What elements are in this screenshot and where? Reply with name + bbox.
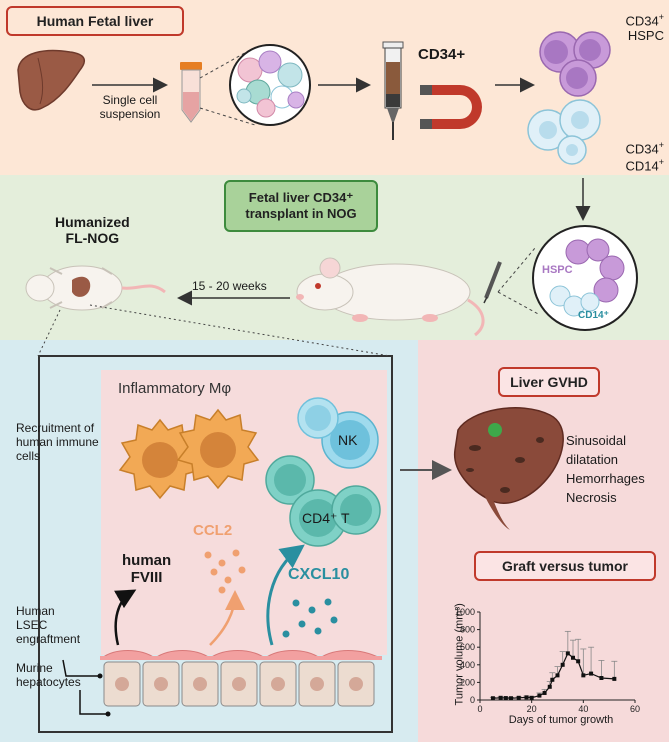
data-point	[547, 684, 552, 689]
data-point	[565, 651, 570, 656]
syringe-column-icon	[382, 41, 404, 140]
data-point	[589, 671, 594, 676]
data-point	[498, 695, 503, 700]
y-tick-label: 400	[460, 660, 475, 670]
data-point	[555, 673, 560, 678]
murine-label: Murine hepatocytes	[16, 661, 81, 689]
inflammatory-label: Inflammatory Mφ	[118, 380, 232, 397]
data-point	[542, 690, 547, 695]
human-fviii-label: human FVIII	[122, 552, 172, 587]
data-point	[524, 695, 529, 700]
cd34-cd14-sup1: +	[658, 140, 664, 150]
transplant-cells-circle	[532, 225, 638, 331]
y-tick-label: 0	[470, 695, 475, 705]
data-point	[516, 695, 521, 700]
data-point	[571, 655, 575, 660]
macrophage-right	[176, 408, 260, 490]
macrophage-left	[118, 418, 202, 500]
liver-icon	[17, 49, 86, 111]
cd34-cd14-line1: CD34	[625, 141, 659, 157]
cd34-hspc-line2: HSPC	[627, 28, 664, 44]
cxcl10-dots	[282, 598, 338, 638]
ccl2-label: CCL2	[193, 522, 233, 539]
gvhd-findings-label: Sinusoidal dilatation Hemorrhages Necros…	[566, 433, 645, 505]
cd34-cd14-sup2: +	[658, 157, 664, 168]
y-tick-label: 1000	[455, 607, 475, 617]
cd14-circle-label: CD14⁺	[578, 310, 609, 321]
recruitment-label: Recruitment of human immune cells	[16, 421, 99, 463]
x-tick-label: 0	[477, 704, 482, 714]
x-tick-label: 40	[578, 704, 588, 714]
cd34-hspc-sup: +	[658, 12, 664, 22]
y-tick-label: 600	[460, 642, 475, 652]
magnet-icon	[420, 85, 482, 129]
series-line	[492, 652, 615, 699]
t-cells	[265, 455, 381, 547]
cd34-hspc-label: CD34+ HSPC	[618, 12, 664, 44]
tube-icon	[180, 62, 202, 123]
cd34-cd14-line2: CD14	[625, 158, 659, 174]
chart-ylabel: Tumor volume (mm³)	[453, 603, 466, 706]
right-panel	[418, 340, 669, 742]
single-cell-label: Single cell suspension	[99, 93, 161, 121]
weeks-label: 15 - 20 weeks	[192, 279, 267, 293]
cd34-hspc-line1: CD34	[625, 13, 659, 29]
data-point	[560, 662, 565, 667]
cd14-cells-icon	[527, 99, 601, 165]
data-point	[490, 696, 495, 701]
data-point	[529, 695, 534, 700]
dissected-mouse-icon	[25, 265, 166, 311]
data-point	[503, 696, 508, 701]
x-tick-label: 20	[527, 704, 537, 714]
cd4t-label: CD4⁺ T	[302, 510, 350, 526]
cd34-cd14-label: CD34+ CD14+	[618, 140, 664, 175]
human-lsec-label: Human LSEC engraftment	[16, 604, 81, 646]
title-transplant: Fetal liver CD34⁺ transplant in NOG	[224, 180, 378, 232]
title-liver-gvhd: Liver GVHD	[498, 367, 600, 397]
title-human-fetal-liver: Human Fetal liver	[6, 6, 184, 36]
hspc-circle-label: HSPC	[542, 264, 573, 276]
nk-label: NK	[338, 432, 358, 448]
lsec-layer	[100, 656, 382, 660]
hspc-cells-icon	[539, 31, 611, 97]
y-tick-label: 800	[460, 625, 475, 635]
mouse-icon	[296, 257, 485, 337]
data-point	[537, 693, 542, 698]
x-tick-label: 60	[630, 704, 640, 714]
humanized-label: Humanized FL-NOG	[55, 214, 130, 247]
liver-gvhd-icon	[454, 407, 564, 530]
y-tick-label: 200	[460, 677, 475, 687]
data-point	[581, 673, 586, 678]
data-point	[509, 696, 513, 701]
cd34-plus-label: CD34+	[418, 46, 466, 63]
ccl2-dots	[204, 549, 246, 594]
data-point	[576, 659, 581, 664]
data-point	[550, 677, 555, 682]
chart-xlabel: Days of tumor growth	[508, 714, 614, 726]
cxcl10-label: CXCL10	[288, 566, 350, 583]
data-point	[612, 676, 617, 681]
nk-cell-back	[297, 397, 339, 439]
cells-magnified-icon	[229, 44, 311, 126]
data-point	[599, 676, 604, 680]
title-gvt: Graft versus tumor	[474, 551, 656, 581]
inner-black-frame	[38, 355, 393, 733]
